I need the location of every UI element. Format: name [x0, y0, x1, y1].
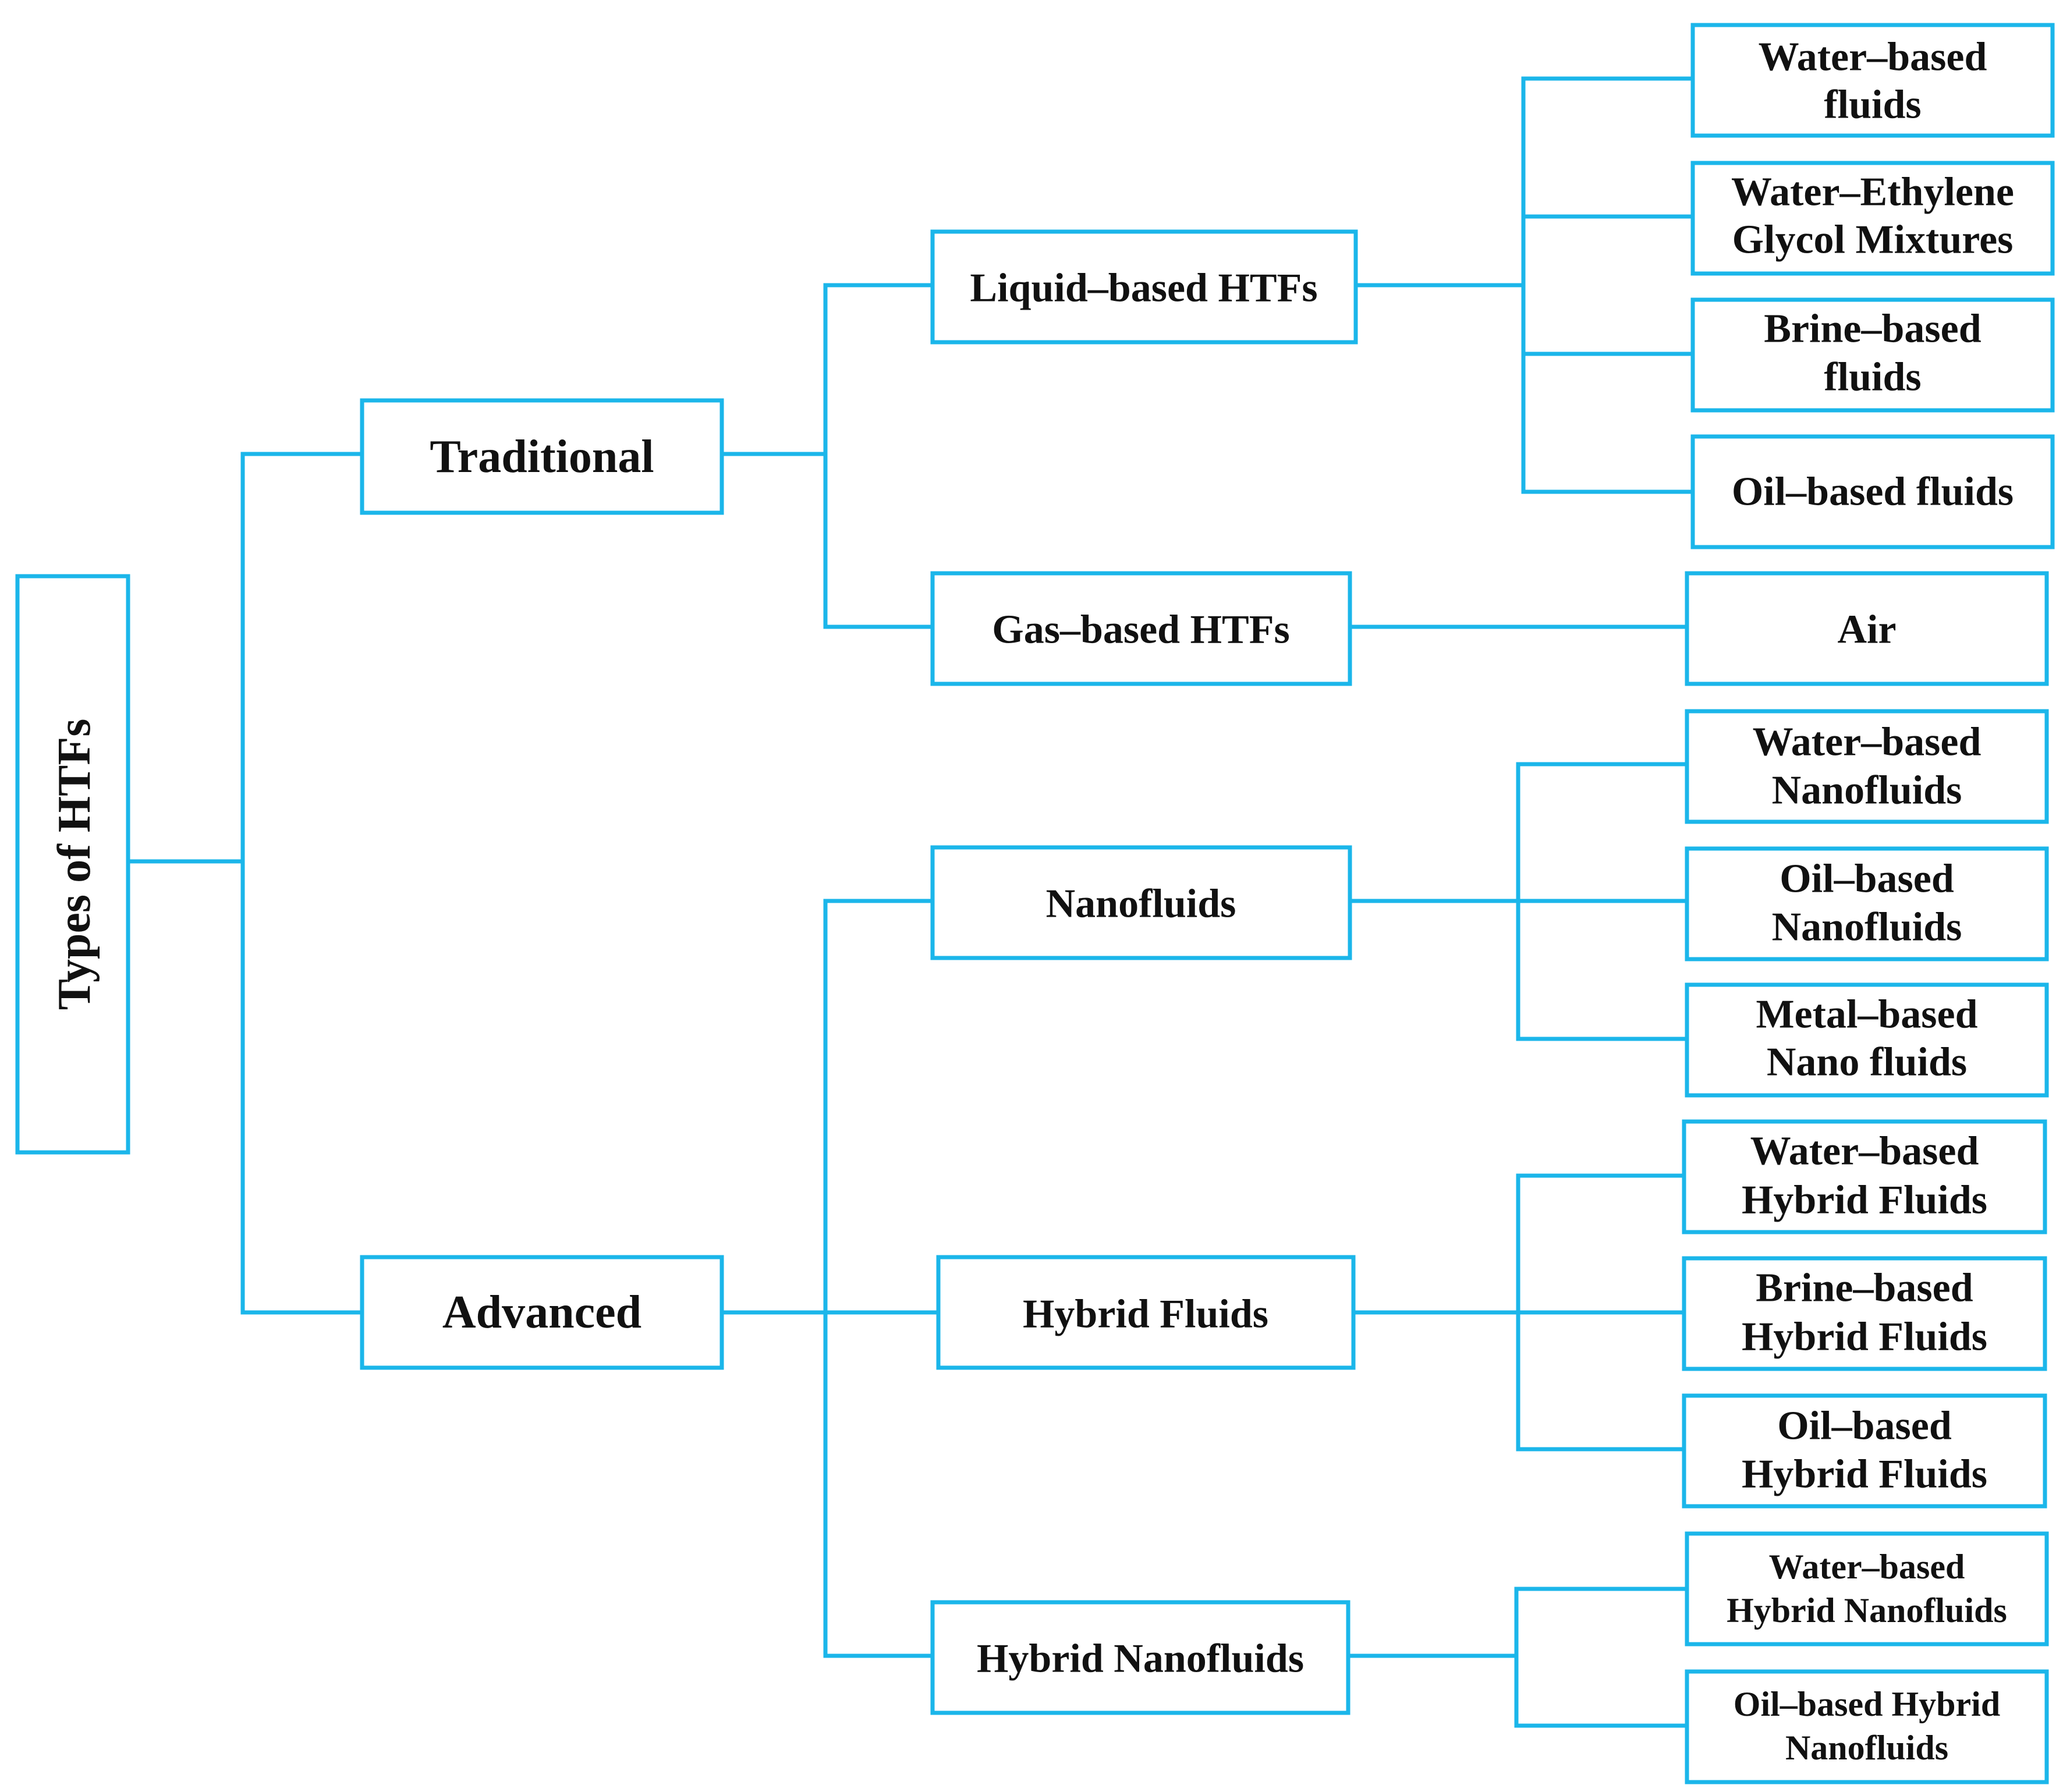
node-label-line-2: Nano fluids [1767, 1040, 1967, 1085]
node-air: Air [1685, 571, 2049, 686]
node-advanced: Advanced [360, 1255, 724, 1370]
node-label-line-1: Brine–based [1756, 1266, 1973, 1311]
node-label: Gas–based HTFs [992, 608, 1290, 652]
node-label-line-1: Metal–based [1756, 992, 1977, 1037]
node-brine-based-fluids: Brine–based fluids [1690, 297, 2055, 413]
node-label-line-2: Hybrid Fluids [1742, 1178, 1987, 1223]
node-label-line-1: Water–based [1753, 720, 1982, 765]
node-water-based-nanofluids: Water–based Nanofluids [1685, 709, 2049, 824]
node-hybrid-nanofluids: Hybrid Nanofluids [930, 1600, 1350, 1715]
node-label-line-1: Brine–based [1764, 307, 1981, 352]
node-label-line-2: Hybrid Fluids [1742, 1452, 1987, 1497]
node-label-line-2: Nanofluids [1785, 1729, 1948, 1767]
node-water-based-hybrid-fluids: Water–based Hybrid Fluids [1682, 1119, 2047, 1234]
node-water-based-hybrid-nanofluids: Water–based Hybrid Nanofluids [1685, 1531, 2049, 1646]
node-label: Advanced [442, 1287, 641, 1338]
node-label-line-1: Oil–based [1777, 1404, 1952, 1449]
node-label: Liquid–based HTFs [970, 266, 1317, 311]
node-label-line-2: fluids [1824, 83, 1921, 127]
node-oil-based-hybrid-fluids: Oil–based Hybrid Fluids [1682, 1393, 2047, 1509]
node-nanofluids: Nanofluids [930, 845, 1352, 960]
node-liquid-based-htfs: Liquid–based HTFs [930, 229, 1358, 345]
node-label-line-2: fluids [1824, 355, 1921, 400]
node-label: Hybrid Nanofluids [977, 1637, 1304, 1681]
node-types-of-htfs: Types of HTFs [15, 574, 130, 1155]
node-label-line-2: Hybrid Fluids [1742, 1315, 1987, 1360]
connectors [126, 76, 1695, 1728]
node-label: Traditional [430, 431, 654, 482]
node-label: Hybrid Fluids [1023, 1292, 1268, 1337]
node-label: Air [1837, 608, 1896, 652]
node-oil-based-nanofluids: Oil–based Nanofluids [1685, 846, 2049, 961]
node-label-line-1: Water–based [1769, 1548, 1965, 1586]
node-label-line-2: Hybrid Nanofluids [1727, 1591, 2007, 1630]
node-label: Oil–based fluids [1732, 470, 2014, 514]
node-label-line-1: Oil–based Hybrid [1734, 1685, 2000, 1723]
node-label-line-1: Water–based [1750, 1129, 1979, 1174]
node-label-line-1: Water–Ethylene [1731, 170, 2014, 215]
node-brine-based-hybrid-fluids: Brine–based Hybrid Fluids [1682, 1256, 2047, 1371]
node-water-ethylene-glycol: Water–Ethylene Glycol Mixtures [1690, 161, 2055, 276]
node-label: Types of HTFs [49, 719, 100, 1010]
node-gas-based-htfs: Gas–based HTFs [930, 571, 1352, 686]
node-traditional: Traditional [360, 398, 724, 515]
node-label-line-2: Nanofluids [1772, 905, 1962, 950]
node-oil-based-hybrid-nanofluids: Oil–based Hybrid Nanofluids [1685, 1669, 2049, 1784]
node-label: Nanofluids [1046, 882, 1236, 927]
node-label-line-2: Nanofluids [1772, 768, 1962, 813]
node-hybrid-fluids: Hybrid Fluids [936, 1255, 1356, 1370]
node-label-line-1: Oil–based [1780, 857, 1954, 902]
node-label-line-2: Glycol Mixtures [1732, 218, 2014, 262]
node-oil-based-fluids: Oil–based fluids [1690, 434, 2055, 549]
node-water-based-fluids: Water–based fluids [1690, 23, 2055, 138]
node-metal-based-nanofluids: Metal–based Nano fluids [1685, 982, 2049, 1098]
node-label-line-1: Water–based [1759, 35, 1987, 80]
